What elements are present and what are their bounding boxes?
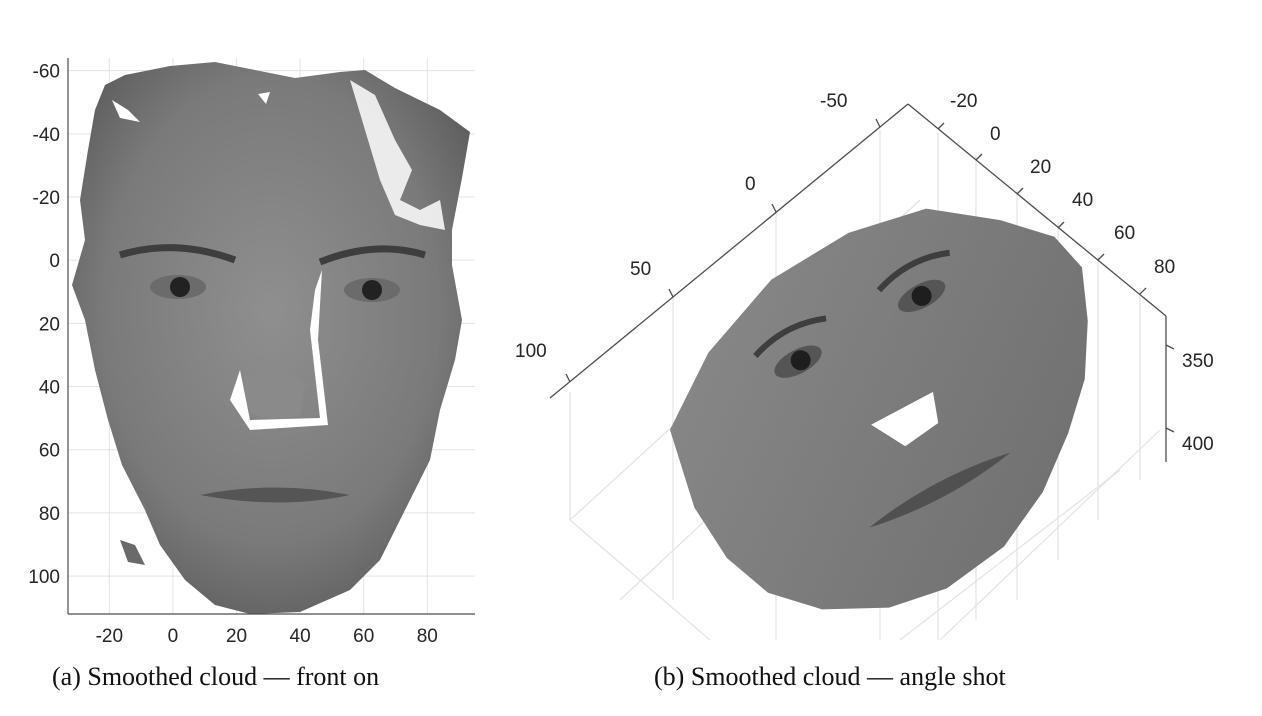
y-tick-label: 60 (39, 441, 60, 462)
x-tick-label: 60 (353, 626, 374, 647)
y-tick-label: -40 (33, 125, 60, 146)
x-tick-label: 40 (290, 626, 311, 647)
y-tick-label: 80 (39, 504, 60, 525)
y-tick-label: 40 (39, 378, 60, 399)
y-axis-ticks (937, 122, 1147, 295)
x-tick-label: 20 (226, 626, 247, 647)
angle-plot: 100 50 0 -50 -20 0 20 40 60 80 350 400 (515, 91, 1214, 641)
x-tick-label: 0 (745, 174, 756, 195)
y-tick-label: 0 (990, 124, 1001, 145)
x-axis-3d (549, 103, 909, 399)
caption-front-on: (a) Smoothed cloud — front on (52, 662, 380, 691)
x-axis-ticks (565, 118, 881, 383)
y-axis-3d (907, 103, 1167, 317)
y-tick-label: 20 (39, 314, 60, 335)
x-tick-label: 50 (630, 259, 651, 280)
x-tick-label: -50 (820, 91, 847, 112)
x-tick-label: 80 (417, 626, 438, 647)
y-tick-label: 80 (1154, 257, 1175, 278)
x-tick-label: 100 (515, 341, 547, 362)
y-tick-labels: -60 -40 -20 0 20 40 60 80 100 (28, 62, 60, 588)
z-axis-ticks (1165, 344, 1175, 433)
figure-front-on: -60 -40 -20 0 20 40 60 80 100 -20 0 20 40 60 80 (a) S… (0, 0, 560, 716)
caption-angle-shot: (b) Smoothed cloud — angle shot (654, 662, 1006, 691)
y-tick-label: 100 (28, 567, 60, 588)
y-tick-label: -20 (33, 188, 60, 209)
y-tick-label: -20 (950, 91, 977, 112)
face-point-cloud (72, 62, 470, 614)
y-tick-label: 40 (1072, 190, 1093, 211)
figure-angle-shot: 100 50 0 -50 -20 0 20 40 60 80 350 400 (… (515, 0, 1262, 716)
y-tick-label: 0 (49, 251, 60, 272)
front-plot: -60 -40 -20 0 20 40 60 80 100 -20 0 20 40 60 80 (28, 58, 475, 647)
y-tick-label: 20 (1030, 157, 1051, 178)
y-tick-label: -60 (33, 62, 60, 83)
z-tick-label: 400 (1182, 434, 1214, 455)
y-tick-label: 60 (1114, 223, 1135, 244)
x-tick-label: 0 (168, 626, 179, 647)
face-point-cloud-angle (669, 208, 1088, 610)
z-tick-label: 350 (1182, 351, 1214, 372)
x-tick-labels: -20 0 20 40 60 80 (96, 626, 438, 647)
x-tick-label: -20 (96, 626, 123, 647)
